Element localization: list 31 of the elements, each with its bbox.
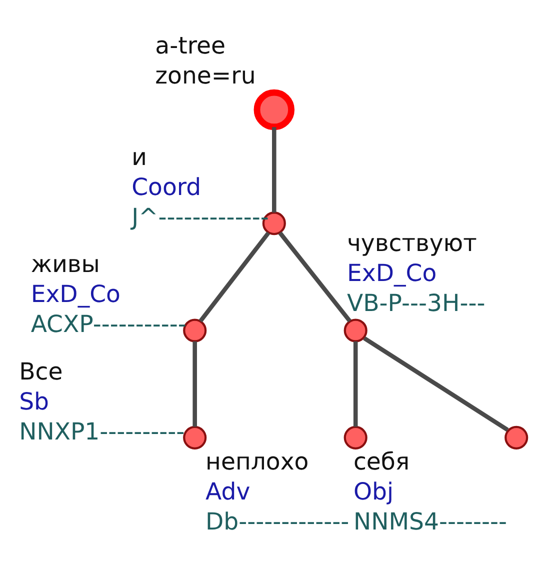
node-label: неплохо [206, 447, 309, 476]
node-label: ACXP----------- [30, 310, 186, 338]
node-label: a-tree [155, 32, 226, 60]
node-label: J^------------- [132, 203, 269, 232]
node-label: ExD_Co [347, 258, 437, 287]
node-label: VB-P---3H--- [347, 288, 486, 317]
node-label: Adv [206, 477, 250, 506]
node-circle [254, 89, 294, 130]
node-circle [504, 426, 528, 450]
connector [192, 341, 197, 427]
node-label: Db------------- [206, 507, 350, 536]
connector [272, 127, 276, 212]
node-label: ExD_Co [30, 280, 120, 308]
node-label: NNMS4-------- [353, 507, 508, 536]
node-label: живы [30, 250, 100, 278]
node-circle [344, 426, 368, 450]
connector [198, 232, 270, 322]
node-label: чувствуют [347, 228, 477, 257]
node-label: Obj [353, 477, 394, 506]
connector [278, 232, 352, 322]
node-circle [344, 318, 368, 342]
node-circle [183, 426, 207, 450]
node-label: себя [353, 447, 410, 476]
node-label: zone=ru [155, 62, 256, 90]
node-label: Sb [19, 387, 49, 416]
node-label: Coord [132, 173, 202, 202]
node-label: NNXP1---------- [19, 417, 185, 446]
connector [353, 341, 358, 427]
connector [363, 336, 509, 432]
node-label: и [132, 143, 147, 172]
node-label: Все [19, 357, 63, 386]
